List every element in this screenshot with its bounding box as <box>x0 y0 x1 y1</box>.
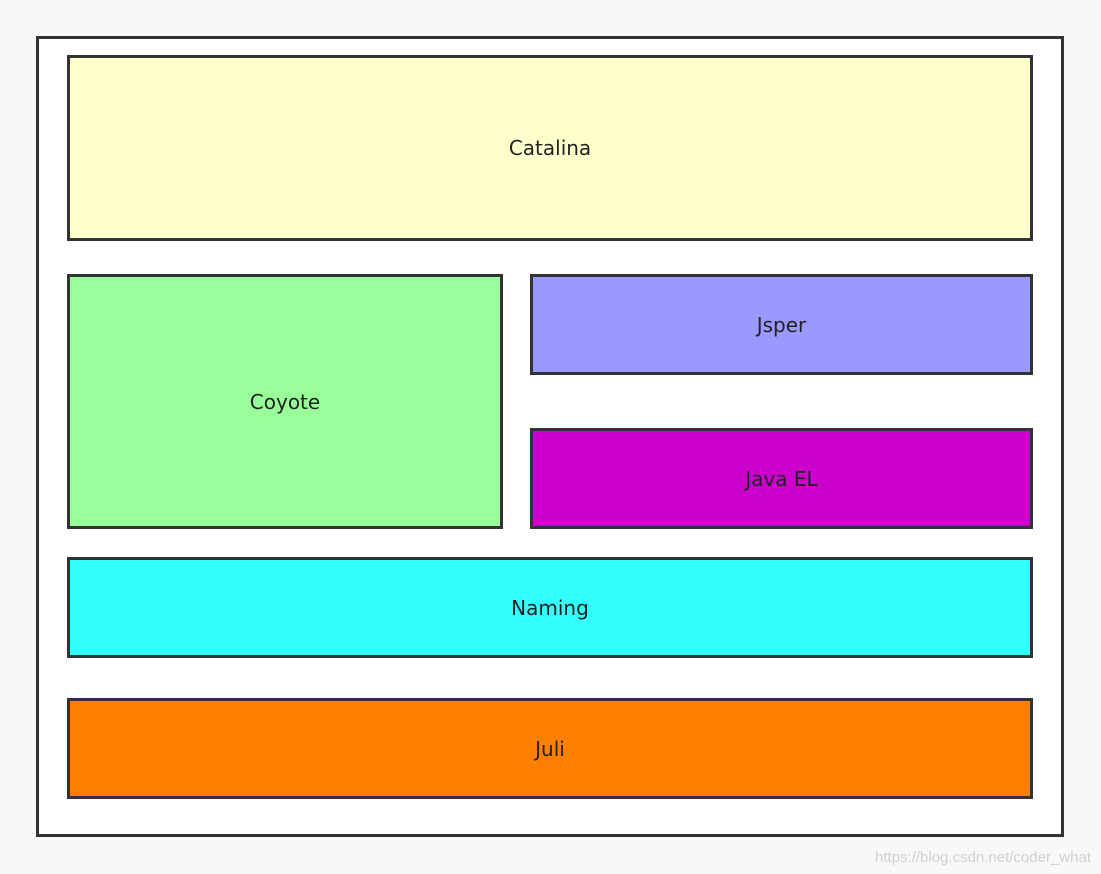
jsper-block: Jsper <box>530 274 1033 375</box>
naming-block: Naming <box>67 557 1033 658</box>
coyote-block: Coyote <box>67 274 503 529</box>
catalina-label: Catalina <box>508 136 592 160</box>
juli-label: Juli <box>535 736 565 761</box>
java-el-label: Java EL <box>745 466 818 491</box>
catalina-block: Catalina <box>67 55 1033 241</box>
naming-label: Naming <box>511 595 589 620</box>
coyote-label: Coyote <box>249 389 321 414</box>
watermark: https://blog.csdn.net/coder_what <box>875 849 1091 866</box>
jsper-label: Jsper <box>756 312 807 337</box>
java-el-block: Java EL <box>530 428 1033 529</box>
juli-block: Juli <box>67 698 1033 799</box>
